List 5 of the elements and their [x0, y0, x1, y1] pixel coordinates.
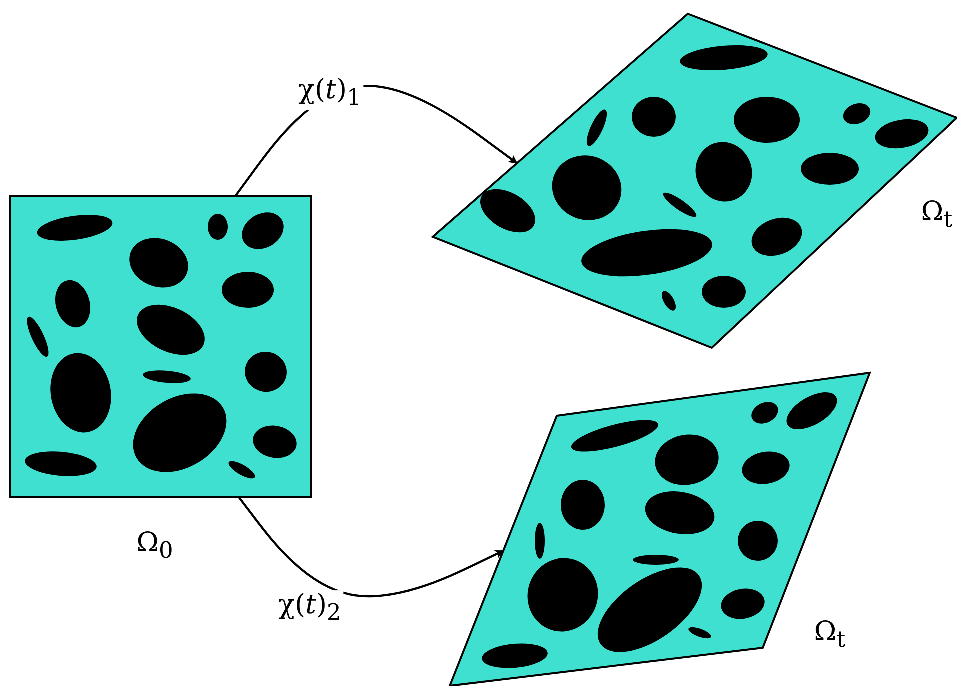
- porous-domain-drawing: [433, 14, 957, 348]
- porous-domain-drawing: [10, 196, 311, 497]
- edge-label: χ(t)$_{1}$: [296, 76, 364, 110]
- porous-domain-drawing: [450, 373, 870, 686]
- arrow: [238, 496, 504, 598]
